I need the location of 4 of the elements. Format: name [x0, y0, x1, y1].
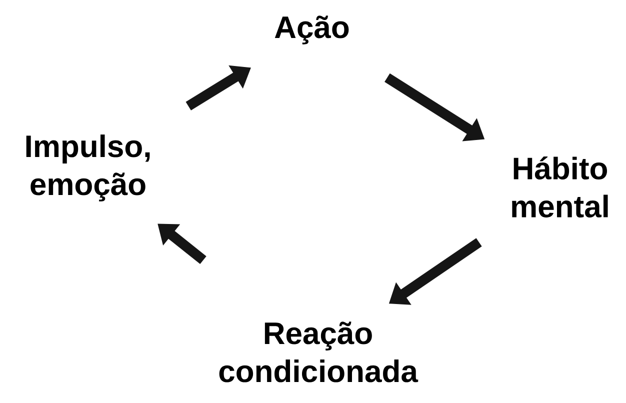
cycle-label: Hábito mental [512, 156, 608, 218]
cycle-label: Ação [274, 16, 349, 44]
cycle-label: Reação condicionada [219, 322, 418, 382]
cycle-label: Impulso, emoção [26, 134, 150, 202]
